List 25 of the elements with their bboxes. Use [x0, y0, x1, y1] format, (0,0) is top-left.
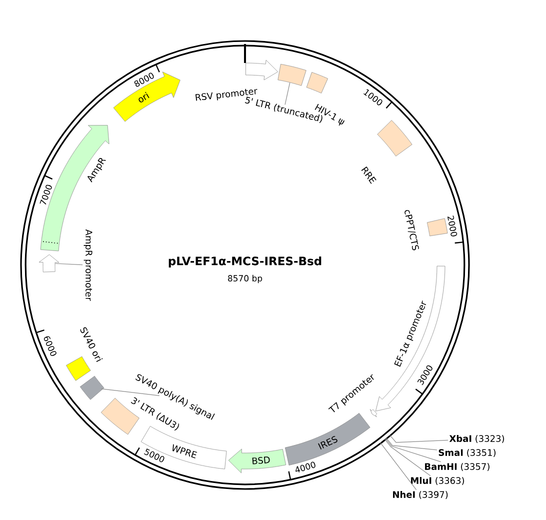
leader-line — [389, 434, 448, 443]
tick-label: 6000 — [44, 336, 56, 356]
leader-line — [385, 438, 442, 462]
feature-box — [278, 64, 306, 86]
leader-line — [100, 388, 160, 396]
leader-line — [384, 438, 431, 476]
site-label: XbaI (3323) — [449, 435, 504, 444]
oriented-feature — [38, 254, 60, 272]
site-label: BamHI (3357) — [425, 463, 490, 472]
plasmid-size: 8570 bp — [228, 274, 262, 284]
oriented-feature: BSD — [228, 448, 286, 474]
feature-label: cPPT/CTS — [404, 210, 419, 250]
tick-label: 7000 — [40, 184, 52, 205]
site-label: NheI (3397) — [393, 491, 448, 500]
leader-line — [284, 82, 290, 105]
tick-label: 2000 — [447, 216, 458, 236]
feature-box — [80, 376, 104, 400]
site-label: MluI (3363) — [411, 477, 464, 486]
feature-label: AmpR promoter — [84, 229, 92, 301]
leader-line — [386, 437, 438, 450]
leader-line — [380, 442, 417, 490]
site-label: SmaI (3351) — [438, 449, 496, 458]
tick-label: 5000 — [144, 448, 164, 462]
leader-line — [54, 263, 83, 266]
plasmid-name: pLV-EF1α-MCS-IRES-Bsd — [168, 256, 322, 268]
